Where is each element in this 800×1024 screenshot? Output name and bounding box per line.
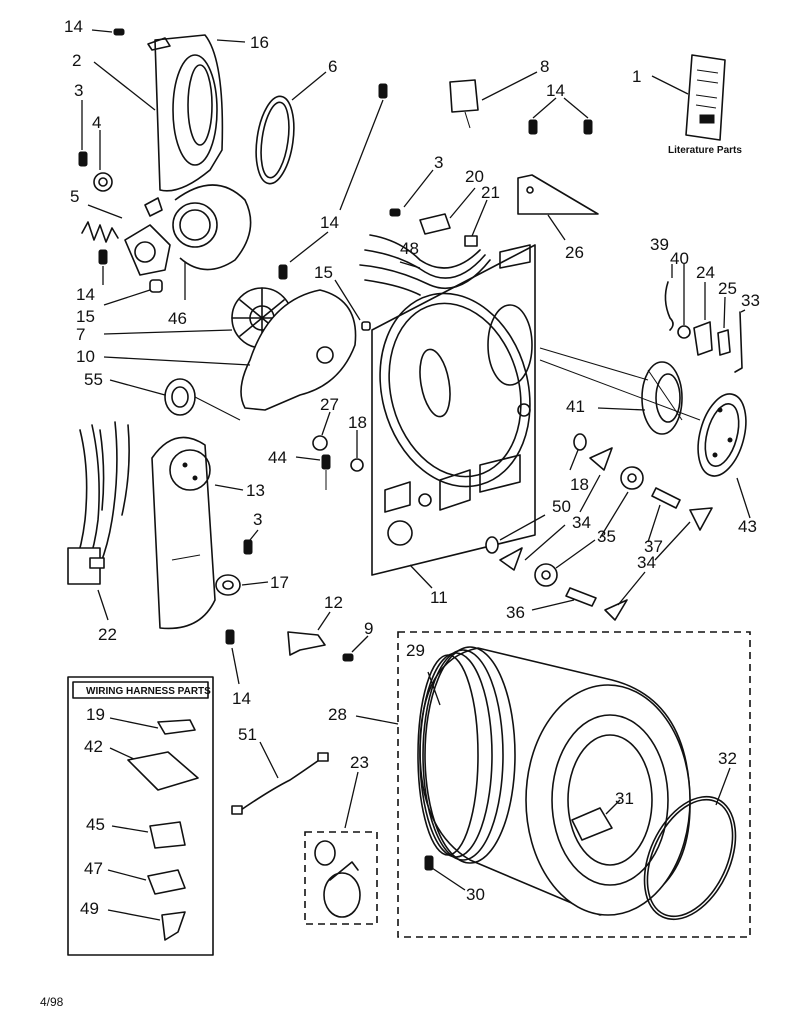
kit-23 bbox=[304, 771, 378, 925]
callout-14-right: 14 bbox=[546, 81, 565, 100]
callout-24: 24 bbox=[696, 263, 715, 282]
front-panel bbox=[371, 244, 536, 589]
callout-41: 41 bbox=[566, 397, 585, 416]
screw-mid bbox=[278, 231, 329, 280]
callout-14-mid: 14 bbox=[320, 213, 339, 232]
callout-3-lower: 3 bbox=[253, 510, 262, 529]
callout-23: 23 bbox=[350, 753, 369, 772]
callout-22: 22 bbox=[98, 625, 117, 644]
top-right-bracket bbox=[517, 97, 599, 241]
callout-28: 28 bbox=[328, 705, 347, 724]
callout-4: 4 bbox=[92, 113, 101, 132]
blower-housing-ring bbox=[172, 184, 252, 300]
callout-14-top: 14 bbox=[64, 17, 83, 36]
rear-brace bbox=[151, 436, 244, 630]
thermostat-top bbox=[339, 71, 538, 211]
callout-2: 2 bbox=[72, 51, 81, 70]
callout-34-left: 34 bbox=[572, 513, 591, 532]
callout-12: 12 bbox=[324, 593, 343, 612]
callout-3-left: 3 bbox=[74, 81, 83, 100]
door-switch-assembly bbox=[539, 264, 751, 519]
callout-35: 35 bbox=[597, 527, 616, 546]
screw-top bbox=[91, 28, 246, 51]
callout-15-centre: 15 bbox=[314, 263, 333, 282]
callout-13: 13 bbox=[246, 481, 265, 500]
callout-43: 43 bbox=[738, 517, 757, 536]
callout-42: 42 bbox=[84, 737, 103, 756]
literature-booklet bbox=[651, 54, 726, 141]
callout-33: 33 bbox=[741, 291, 760, 310]
callout-19: 19 bbox=[86, 705, 105, 724]
callout-55: 55 bbox=[84, 370, 103, 389]
callout-17: 17 bbox=[270, 573, 289, 592]
callout-14-left: 14 bbox=[76, 285, 95, 304]
rear-bulkhead-duct bbox=[93, 34, 224, 192]
callout-8: 8 bbox=[540, 57, 549, 76]
callout-47: 47 bbox=[84, 859, 103, 878]
wiring-harness-parts-box bbox=[67, 676, 214, 956]
callout-30: 30 bbox=[466, 885, 485, 904]
callout-18-right: 18 bbox=[570, 475, 589, 494]
callout-37: 37 bbox=[644, 537, 663, 556]
idler-bracket bbox=[124, 197, 171, 276]
callout-14-lower: 14 bbox=[232, 689, 251, 708]
literature-parts-label: Literature Parts bbox=[668, 145, 742, 156]
callout-6: 6 bbox=[328, 57, 337, 76]
callout-40: 40 bbox=[670, 249, 689, 268]
callout-45: 45 bbox=[86, 815, 105, 834]
callout-16: 16 bbox=[250, 33, 269, 52]
callout-1: 1 bbox=[632, 67, 641, 86]
callout-44: 44 bbox=[268, 448, 287, 467]
callout-5: 5 bbox=[70, 187, 79, 206]
bracket-12 bbox=[287, 611, 369, 662]
callout-20: 20 bbox=[465, 167, 484, 186]
wiring-harness-parts-title: WIRING HARNESS PARTS bbox=[86, 686, 211, 697]
date-code: 4/98 bbox=[40, 995, 64, 1009]
screw-lower bbox=[225, 629, 240, 685]
lower-pulley bbox=[215, 529, 269, 596]
seal-ring bbox=[255, 71, 327, 185]
callout-39: 39 bbox=[650, 235, 669, 254]
callout-7: 7 bbox=[76, 325, 85, 344]
callout-18-left: 18 bbox=[348, 413, 367, 432]
callout-31: 31 bbox=[615, 789, 634, 808]
callout-48: 48 bbox=[400, 239, 419, 258]
callout-3-top: 3 bbox=[434, 153, 443, 172]
harness-48 bbox=[359, 169, 491, 296]
callout-34-right: 34 bbox=[637, 553, 656, 572]
ground-wire-51 bbox=[231, 741, 329, 815]
left-screw-bushing bbox=[98, 249, 163, 306]
callout-27: 27 bbox=[320, 395, 339, 414]
panel-hardware-left bbox=[295, 411, 364, 490]
callout-32: 32 bbox=[718, 749, 737, 768]
callout-26: 26 bbox=[565, 243, 584, 262]
callout-9: 9 bbox=[364, 619, 373, 638]
callout-50: 50 bbox=[552, 497, 571, 516]
callout-25: 25 bbox=[718, 279, 737, 298]
callout-51: 51 bbox=[238, 725, 257, 744]
blower-housing bbox=[103, 289, 357, 411]
callout-11: 11 bbox=[430, 588, 448, 607]
bushing-15-centre bbox=[334, 279, 371, 331]
drum-roller-hardware bbox=[485, 433, 713, 621]
callout-46: 46 bbox=[168, 309, 187, 328]
callout-36: 36 bbox=[506, 603, 525, 622]
main-wiring-harness bbox=[67, 421, 130, 621]
callout-10: 10 bbox=[76, 347, 95, 366]
drum-assembly bbox=[355, 631, 751, 938]
left-hardware bbox=[78, 100, 123, 243]
callout-21: 21 bbox=[481, 183, 500, 202]
callout-15-left: 15 bbox=[76, 307, 95, 326]
callout-49: 49 bbox=[80, 899, 99, 918]
callout-29: 29 bbox=[406, 641, 425, 660]
blower-seal bbox=[109, 378, 241, 421]
